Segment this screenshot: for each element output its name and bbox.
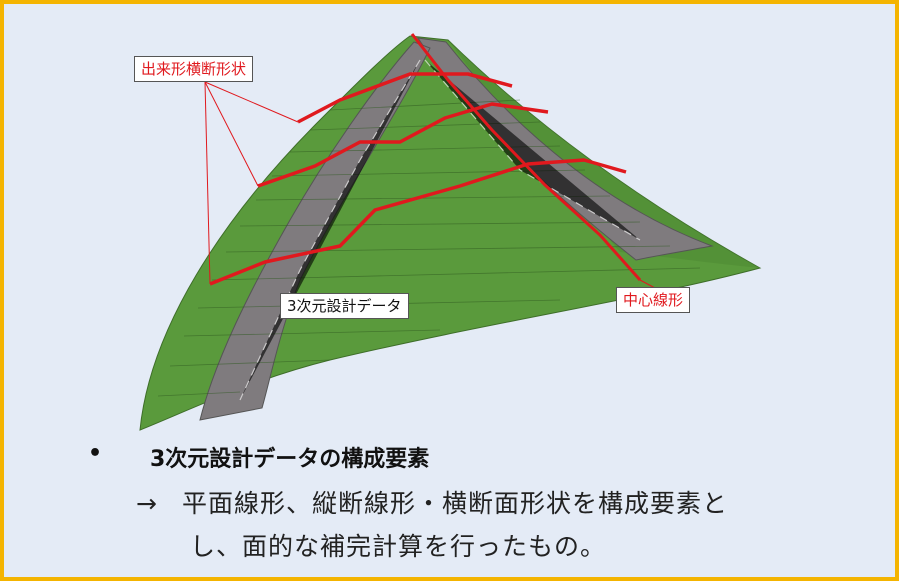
callout-cross-section-text: 出来形横断形状	[141, 60, 247, 78]
arrow-icon: →	[136, 489, 158, 518]
leader-lines	[204, 81, 656, 289]
callout-design-data-text: 3次元設計データ	[287, 297, 402, 315]
description-line-1-text: 平面線形、縦断線形・横断面形状を構成要素と	[182, 489, 729, 518]
callout-design-data: 3次元設計データ	[280, 293, 409, 319]
description-line-2: し、面的な補完計算を行ったもの。	[190, 532, 607, 561]
callout-center-line-text: 中心線形	[623, 291, 684, 309]
bullet-dot: •	[88, 441, 103, 466]
cross-section-lines	[209, 72, 627, 286]
section-title: 3次元設計データの構成要素	[150, 447, 430, 472]
callout-cross-section: 出来形横断形状	[134, 56, 254, 82]
center-line-alignment	[410, 33, 642, 281]
callout-center-line: 中心線形	[616, 287, 691, 313]
description-line-1: → 平面線形、縦断線形・横断面形状を構成要素と	[136, 484, 728, 520]
green-slope-surface	[139, 35, 762, 431]
